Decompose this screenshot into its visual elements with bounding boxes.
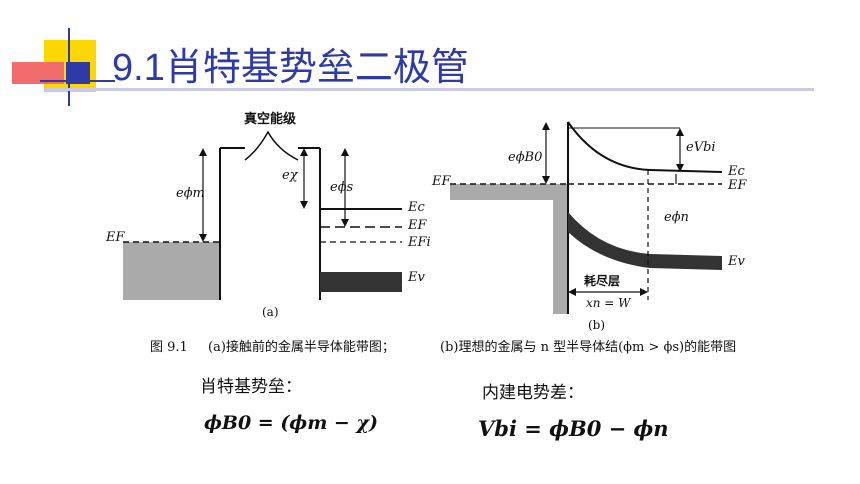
vacuum-level-label: 真空能级	[244, 112, 297, 127]
e-phi-m-label: eϕm	[176, 186, 205, 201]
metal-fermi-label-b: EF	[432, 174, 451, 189]
conduction-band-label-b: Ec	[728, 164, 745, 179]
builtin-label: 内建电势差：	[482, 383, 584, 403]
barrier-label: 肖特基势垒：	[200, 377, 302, 397]
e-chi-label: eχ	[282, 168, 298, 183]
panel-label-b: (b)	[588, 318, 606, 332]
vacuum-brace	[244, 130, 299, 161]
barrier-formula: ϕB0 = (ϕm − χ)	[204, 412, 378, 434]
depletion-layer-label: 耗尽层	[584, 274, 621, 288]
e-phi-b0-label: eϕB0	[508, 150, 543, 165]
conduction-band-curve	[567, 121, 723, 173]
deco-blue-square	[66, 62, 90, 84]
metal-fermi-label-a: EF	[106, 230, 125, 245]
metal-block-b	[450, 184, 568, 200]
panel-label-a: (a)	[262, 305, 279, 319]
builtin-formula: Vbi = ϕB0 − ϕn	[478, 416, 669, 441]
depletion-width-label: xn = W	[586, 296, 631, 310]
valence-band-label-a: Ev	[408, 270, 425, 285]
valence-band-a	[320, 272, 402, 292]
deco-vertical-line	[68, 28, 70, 106]
deco-horizontal-line	[40, 80, 115, 82]
caption-b: (b)理想的金属与 n 型半导体结(ϕm > ϕs)的能带图	[440, 340, 737, 355]
conduction-band-label-a: Ec	[408, 200, 425, 215]
intrinsic-fermi-label-a: EFi	[408, 235, 431, 250]
fermi-label-a: EF	[408, 218, 427, 233]
title-underline	[44, 88, 814, 91]
caption-a: (a)接触前的金属半导体能带图；	[208, 340, 395, 355]
deco-red-square	[12, 62, 64, 84]
valence-band-label-b: Ev	[728, 254, 745, 269]
e-phi-n-label: eϕn	[664, 210, 689, 225]
figure-number: 图 9.1	[150, 340, 188, 355]
slide-title: 9.1肖特基势垒二极管	[112, 47, 469, 89]
fermi-label-b: EF	[728, 178, 747, 193]
e-vbi-label: eVbi	[686, 140, 716, 155]
metal-block-a	[123, 242, 220, 300]
valence-band-curve	[568, 212, 722, 270]
e-phi-s-label: eϕs	[330, 180, 354, 195]
